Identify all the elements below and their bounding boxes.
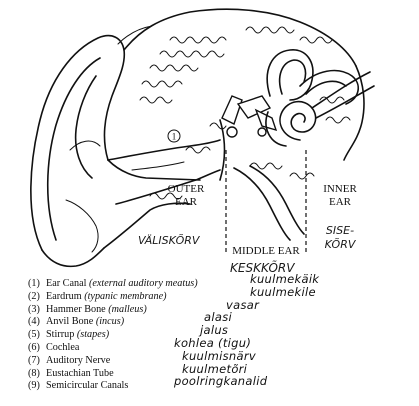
callout-1-circle xyxy=(167,129,181,143)
outer-ear-label-line1: OUTER xyxy=(168,183,205,195)
cochlea xyxy=(265,100,317,147)
legend-handwritten-note: poolringkanalid xyxy=(174,374,268,389)
inner-ear-label-line1: INNER xyxy=(323,183,357,195)
legend-detail: (malleus) xyxy=(108,303,147,315)
middle-ear-handwritten: KESKKÕRV xyxy=(230,260,295,275)
legend-handwritten-note: kuulmetõri xyxy=(182,361,248,376)
auditory-nerve xyxy=(311,71,375,119)
legend-number: (6) xyxy=(28,341,40,353)
legend-detail: (stapes) xyxy=(76,329,110,341)
callout-1-number: 1 xyxy=(172,132,177,142)
legend-item: (6) Cochlea kohlea (tigu) xyxy=(28,337,408,355)
legend-term: Anvil Bone xyxy=(46,316,94,328)
legend-number: (2) xyxy=(28,290,40,302)
legend-term: Eardrum xyxy=(46,290,82,302)
semicircular-canals xyxy=(266,49,359,105)
legend-item: (9) Semicircular Canals poolringkanalid xyxy=(28,375,408,393)
legend-detail: (incus) xyxy=(95,316,125,328)
legend-term: Hammer Bone xyxy=(46,303,106,315)
legend-item: (1) Ear Canal (external auditory meatus) k… xyxy=(28,273,408,291)
legend: (1) Ear Canal (external auditory meatus) k… xyxy=(28,273,408,393)
legend-number: (8) xyxy=(28,367,40,379)
legend-handwritten-note: alasi xyxy=(204,310,232,325)
legend-item: (2) Eardrum (typanic membrane) kuulmekile xyxy=(28,285,408,304)
inner-ear-handwritten-line1: SISE- xyxy=(326,224,354,237)
legend-number: (5) xyxy=(28,329,40,341)
legend-number: (1) xyxy=(28,278,40,289)
legend-term: Cochlea xyxy=(46,341,80,353)
legend-handwritten-note: kohlea (tigu) xyxy=(174,335,252,350)
outer-ear-handwritten: VÄLISKÕRV xyxy=(138,234,201,247)
legend-item: (4) Anvil Bone (incus) alasi xyxy=(28,311,408,329)
legend-term: Auditory Nerve xyxy=(46,354,111,366)
legend-detail: (typanic membrane) xyxy=(84,290,167,302)
inner-ear-handwritten-line2: KÕRV xyxy=(325,238,357,251)
legend-handwritten-note: jalus xyxy=(200,323,229,338)
legend-item: (8) Eustachian Tube kuulmetõri xyxy=(28,362,408,381)
legend-item: (5) Stirrup (stapes) jalus xyxy=(28,324,408,342)
inner-ear-label-line2: EAR xyxy=(329,196,352,208)
legend-number: (4) xyxy=(28,316,40,328)
legend-term: Ear Canal xyxy=(46,278,87,289)
legend-detail: (external auditory meatus) xyxy=(89,278,198,289)
ear-canal xyxy=(107,139,221,205)
legend-number: (7) xyxy=(28,354,40,366)
temporal-bone xyxy=(103,8,365,249)
middle-ear-label: MIDDLE EAR xyxy=(232,245,300,257)
legend-term: Stirrup xyxy=(46,329,75,341)
legend-handwritten-note: kuulmisnärv xyxy=(182,348,256,363)
legend-term: Eustachian Tube xyxy=(46,367,114,379)
outer-ear-label-line2: EAR xyxy=(175,196,198,208)
legend-item: (3) Hammer Bone (malleus) vasar xyxy=(28,298,408,317)
legend-handwritten-note: kuulmekäik xyxy=(250,272,320,286)
ossicles xyxy=(219,95,278,181)
legend-item: (7) Auditory Nerve kuulmisnärv xyxy=(28,349,408,368)
eustachian-tube xyxy=(233,165,305,241)
legend-number: (3) xyxy=(28,303,40,315)
auricle xyxy=(30,25,153,268)
legend-number: (9) xyxy=(28,380,40,392)
legend-handwritten-note: vasar xyxy=(226,297,260,312)
legend-handwritten-note: kuulmekile xyxy=(250,284,316,299)
legend-term: Semicircular Canals xyxy=(46,380,129,392)
